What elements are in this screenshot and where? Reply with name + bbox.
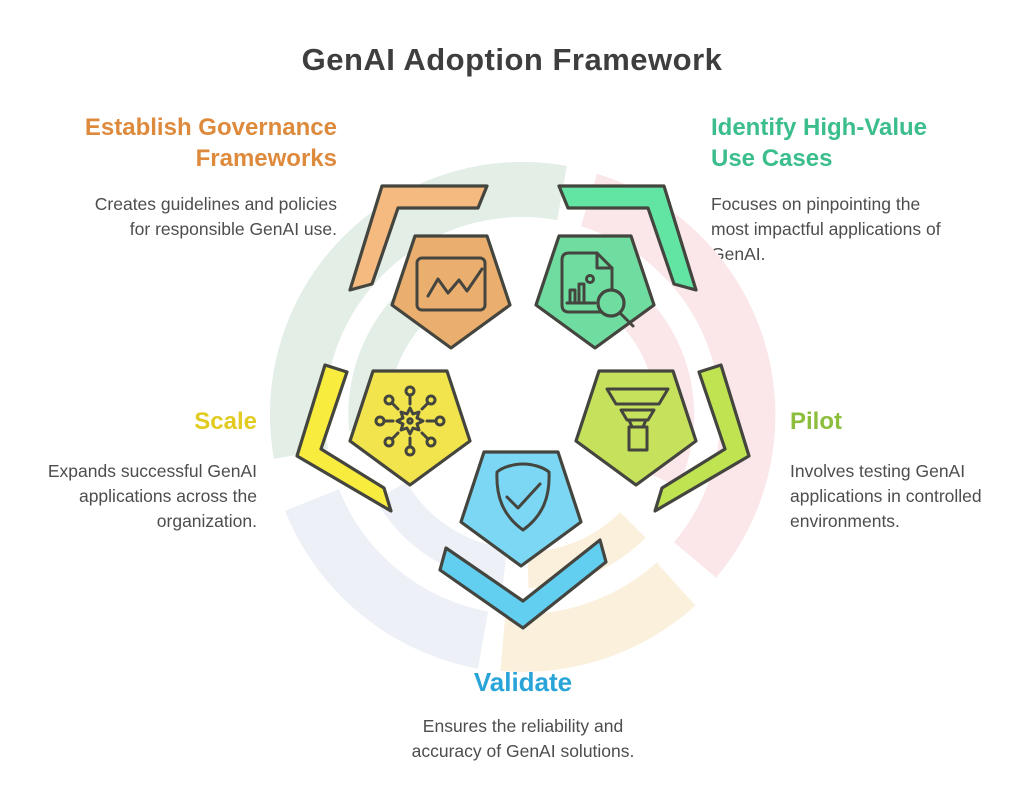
spoke-sw-node xyxy=(383,436,395,448)
page-title: GenAI Adoption Framework xyxy=(301,42,723,77)
pilot-chevron-band xyxy=(653,363,751,513)
spoke-se-node xyxy=(425,436,437,448)
shield-check-icon xyxy=(495,462,551,532)
section-governance: Establish Governance Frameworks Creates … xyxy=(7,112,337,242)
funnel-top-tier xyxy=(605,387,670,406)
network-hub-icon xyxy=(374,385,446,457)
node-pilot xyxy=(574,363,751,513)
validate-chevron-band xyxy=(438,538,608,630)
funnel-mid-tier xyxy=(619,408,656,422)
spoke-nw-node xyxy=(383,394,395,406)
spoke-w-node xyxy=(374,415,386,427)
validate-pentagon xyxy=(459,450,583,568)
section-validate: Validate Ensures the reliability and acc… xyxy=(348,666,698,763)
scale-chevron-band xyxy=(295,363,393,513)
bg-arc-blue-inner xyxy=(375,481,508,584)
spoke-nw xyxy=(390,401,400,411)
spoke-sw xyxy=(390,431,400,441)
validate-heading: Validate xyxy=(473,667,573,697)
chart-zigzag-line xyxy=(426,267,484,298)
funnel-icon xyxy=(605,387,670,452)
governance-pentagon xyxy=(390,234,512,350)
magnifier-handle xyxy=(618,311,635,328)
node-validate xyxy=(438,450,608,630)
use-cases-chevron-band xyxy=(557,184,698,292)
spoke-e-node xyxy=(434,415,446,427)
document-fold xyxy=(595,251,614,270)
bg-arc-cream xyxy=(500,562,696,672)
spoke-ne xyxy=(420,401,430,411)
governance-description: Creates guidelines and policies for resp… xyxy=(94,194,337,240)
bg-arc-pink xyxy=(580,173,776,578)
chart-dot xyxy=(585,274,595,284)
node-governance xyxy=(348,184,512,350)
node-scale xyxy=(295,363,472,513)
use-cases-description: Focuses on pinpointing the most impactfu… xyxy=(711,194,941,265)
scale-pentagon xyxy=(348,369,472,487)
spoke-ne-node xyxy=(425,394,437,406)
governance-chevron-band xyxy=(348,184,489,292)
pentagon-cycle-diagram xyxy=(270,162,776,672)
scale-heading: Scale xyxy=(194,408,257,435)
hub-center-dot xyxy=(406,417,414,425)
bg-arc-blue xyxy=(285,488,489,669)
section-scale: Scale Expands successful GenAI applicati… xyxy=(7,406,257,534)
section-use-cases: Identify High-Value Use Cases Focuses on… xyxy=(711,112,1011,267)
spoke-n-node xyxy=(404,385,416,397)
section-pilot: Pilot Involves testing GenAI application… xyxy=(790,406,1020,534)
pilot-heading: Pilot xyxy=(790,408,842,435)
shield-outline xyxy=(495,462,551,532)
line-chart-icon xyxy=(415,256,487,312)
chart-frame xyxy=(415,256,487,312)
use-cases-heading: Identify High-Value Use Cases xyxy=(711,114,928,173)
hub-gear xyxy=(395,406,425,436)
funnel-spout xyxy=(627,425,649,452)
use-cases-pentagon xyxy=(534,234,656,350)
governance-heading: Establish Governance Frameworks xyxy=(84,114,337,173)
checkmark xyxy=(505,482,542,510)
validate-description: Ensures the reliability and accuracy of … xyxy=(411,715,635,761)
spoke-s-node xyxy=(404,445,416,457)
document-search-icon xyxy=(560,251,635,328)
scale-description: Expands successful GenAI applications ac… xyxy=(47,461,257,531)
spoke-se xyxy=(420,431,430,441)
pilot-description: Involves testing GenAI applications in c… xyxy=(790,461,982,531)
magnifier-lens xyxy=(596,288,626,318)
node-use-cases xyxy=(534,184,698,350)
